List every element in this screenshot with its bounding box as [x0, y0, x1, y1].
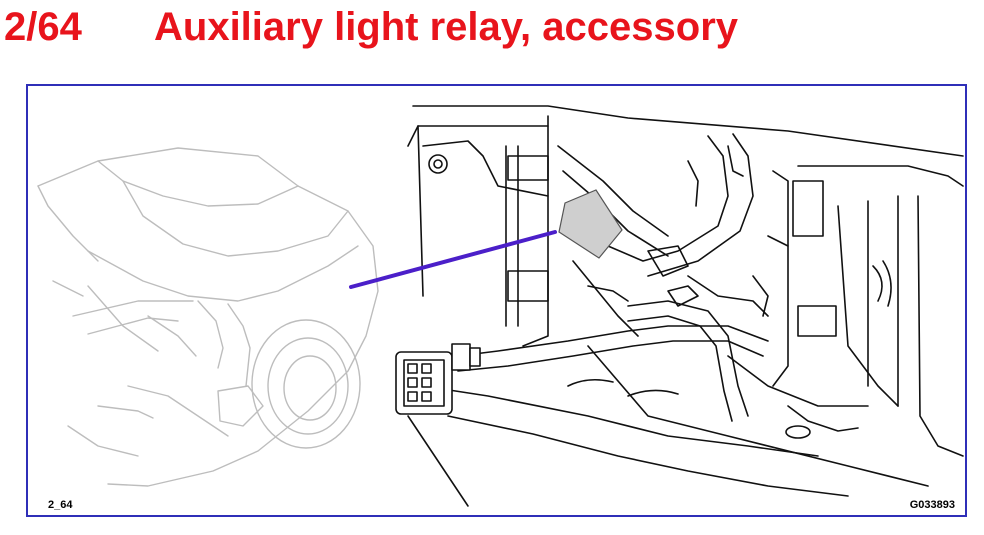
figure-ref-left: 2_64 — [48, 499, 73, 511]
connector-icon — [395, 343, 481, 415]
diagram-code: 2/64 — [4, 5, 82, 49]
relay-icon — [558, 189, 623, 259]
diagram-frame: 2_64 G033893 — [26, 84, 967, 517]
diagram-illustration — [37, 105, 964, 507]
figure-ref-right: G033893 — [909, 499, 955, 511]
engine-bay-detail — [407, 105, 964, 507]
pointer-line — [349, 230, 557, 289]
car-icon — [37, 147, 379, 487]
page-title: Auxiliary light relay, accessory — [154, 5, 739, 49]
header: 2/64 Auxiliary light relay, accessory — [0, 0, 984, 60]
